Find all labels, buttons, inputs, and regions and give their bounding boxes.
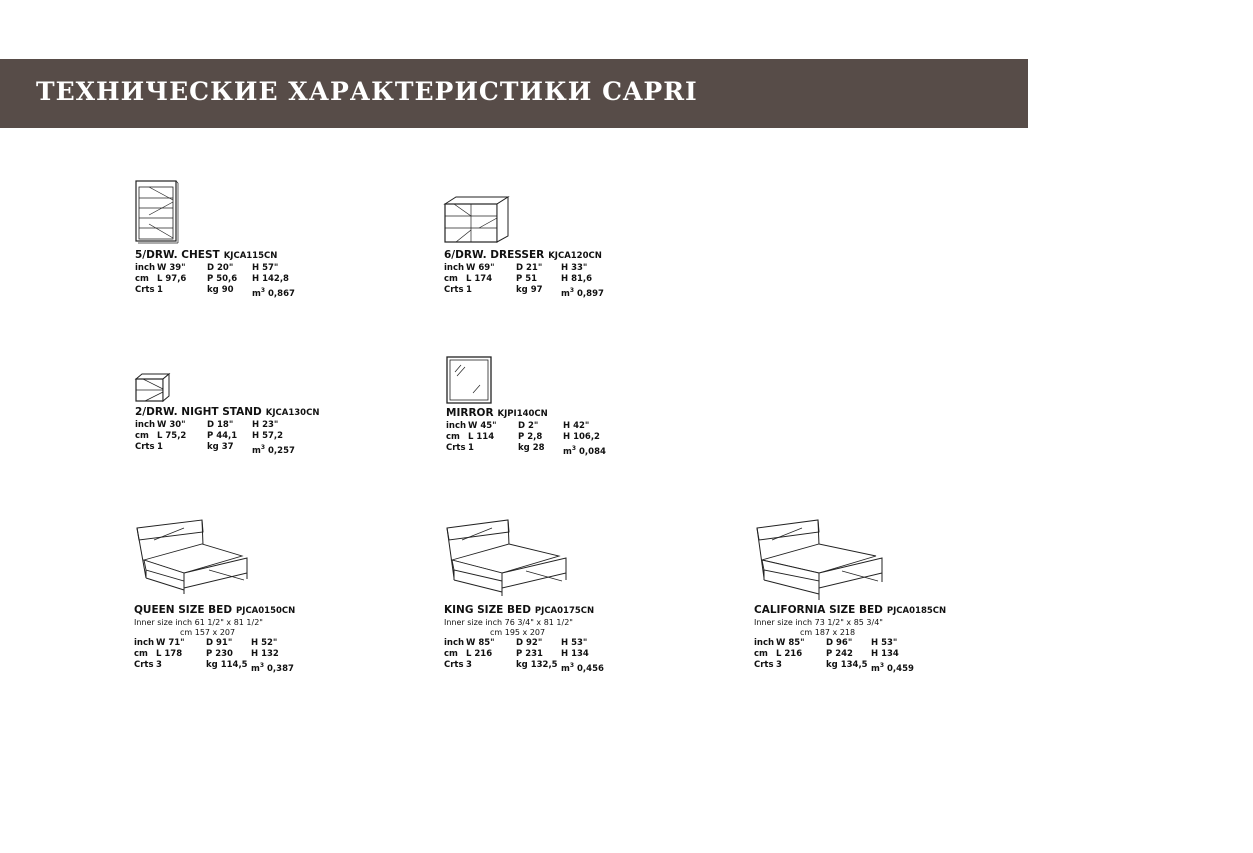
bed-icon xyxy=(136,519,248,594)
inner-size-cm: cm 157 x 207 xyxy=(180,628,236,637)
bed-icon xyxy=(446,519,567,596)
inner-size-cm: cm 195 x 207 xyxy=(490,628,546,637)
inner-size-cm: cm 187 x 218 xyxy=(800,628,856,637)
mirror-icon xyxy=(446,356,492,404)
dresser-icon xyxy=(443,196,510,243)
header-bar xyxy=(0,59,1028,128)
night-stand-icon xyxy=(134,372,171,403)
bed-icon xyxy=(756,519,883,600)
inner-size-inch: Inner size inch 61 1/2" x 81 1/2" xyxy=(134,618,263,627)
chest-icon xyxy=(135,180,179,244)
inner-size-inch: Inner size inch 76 3/4" x 81 1/2" xyxy=(444,618,573,627)
page-title: ТЕХНИЧЕСКИЕ ХАРАКТЕРИСТИКИ CAPRI xyxy=(36,77,698,106)
inner-size-inch: Inner size inch 73 1/2" x 85 3/4" xyxy=(754,618,883,627)
